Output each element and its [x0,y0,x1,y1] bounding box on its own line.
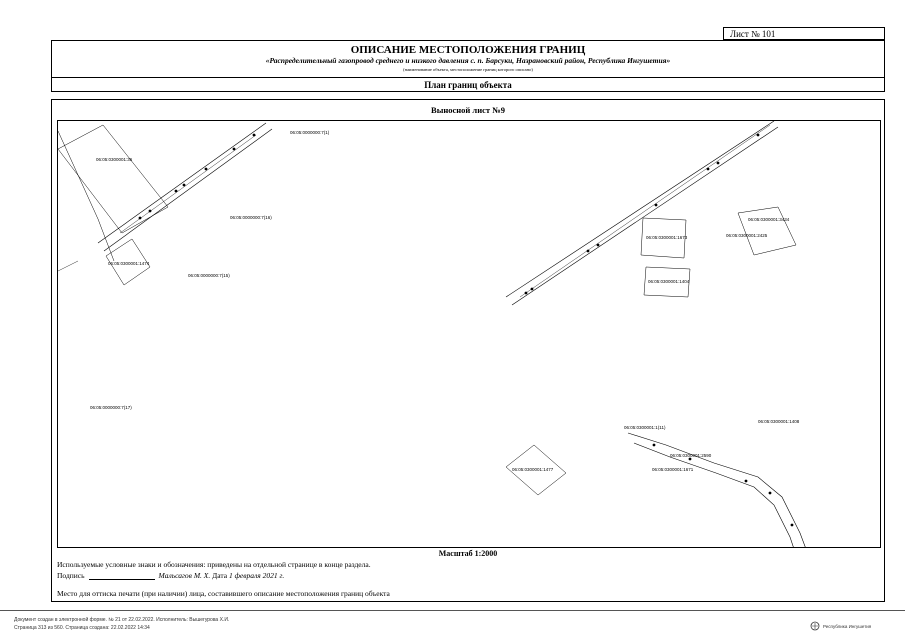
sheet-number: Лист № 101 [723,27,885,40]
pipeline-corridor-edge [627,432,806,547]
parcel-label: 06:05:0000000:7(17) [90,405,132,410]
footer-divider [0,610,905,611]
pipeline-corridor-edge [511,126,779,306]
footer-page-info: Страница 313 из 560. Страница создана: 2… [14,625,150,631]
section-title: План границ объекта [51,77,885,92]
parcel-1404-outline [643,266,691,298]
map-scale: Масштаб 1:2000 [438,549,498,558]
parcel-label: 06:05:0300001:3434 [748,217,790,222]
pipeline-corridor-edge [97,122,267,244]
map-canvas: 06:05:0000000:7(1) 06:05:0300001:36 06:0… [58,121,806,547]
parcel-1477-outline [505,444,567,496]
parcel-label: 06:05:0000000:7(16) [230,215,272,220]
pipeline-axis [119,134,257,234]
pipeline-vertices-left [138,133,256,220]
parcel-label: 06:05:0300001:1673 [646,235,688,240]
parcel-label: 06:05:0300001:1404 [648,279,690,284]
pipeline-vertices-right [524,133,760,295]
parcel-boundary-line [58,130,115,262]
parcel-label: 06:05:0300001:2590 [670,453,712,458]
parcel-1474-outline [105,238,151,286]
parcel-label: 06:05:0300001:1(11) [624,425,666,430]
parcel-label: 06:05:0300001:36 [96,157,133,162]
parcel-3434-outline [737,206,797,256]
signature-label: Подпись [57,571,85,580]
pipeline-corridor-edge [103,128,273,252]
pipeline-corridor-edge [505,121,775,298]
signature-line: Подпись Мальсагов М. Х. Дата 1 февраля 20… [57,571,284,580]
parcel-label: 06:05:0300001:1408 [758,419,800,424]
footer-document-info: Документ создан в электронной форме. № 2… [14,617,230,623]
parcel-boundary-line [58,260,79,272]
stamp-place: Место для оттиска печати (при наличии) л… [57,589,390,598]
plan-sheet: Выносной лист №9 [51,99,885,602]
signature-field [88,571,155,580]
pipeline-corridor-edge [633,442,794,547]
parcel-label: 06:05:0300001:1474 [108,261,150,266]
parcel-1673-outline [640,217,687,259]
parcel-label: 06:05:0300001:1477 [512,467,554,472]
pipeline-axis [519,124,771,298]
emblem-icon [810,621,820,631]
legend-note: Используемые условные знаки и обозначени… [57,560,371,569]
parcel-36-outline [58,124,169,234]
signer-name: Мальсагов М. Х. [158,571,211,580]
parcel-label: 06:05:0300001:2425 [726,233,768,238]
date-label: Дата [212,571,228,580]
signature-date: 1 февраля 2021 г. [228,571,285,580]
parcel-label: 06:05:0000000:7(15) [188,273,230,278]
parcel-label: 06:05:0300001:1671 [652,467,694,472]
boundary-map[interactable]: 06:05:0000000:7(1) 06:05:0300001:36 06:0… [57,120,881,548]
footer-brand: Республика Ингушетия [823,624,872,629]
pipeline-vertices-lower [652,443,794,527]
map-sheet-title: Выносной лист №9 [431,105,505,115]
parcel-label: 06:05:0000000:7(1) [290,130,330,135]
document-subnote: (наименование объекта, местоположение гр… [403,67,533,72]
document-title: ОПИСАНИЕ МЕСТОПОЛОЖЕНИЯ ГРАНИЦ [350,44,586,56]
document-subtitle: «Распределительный газопровод среднего и… [265,56,671,65]
